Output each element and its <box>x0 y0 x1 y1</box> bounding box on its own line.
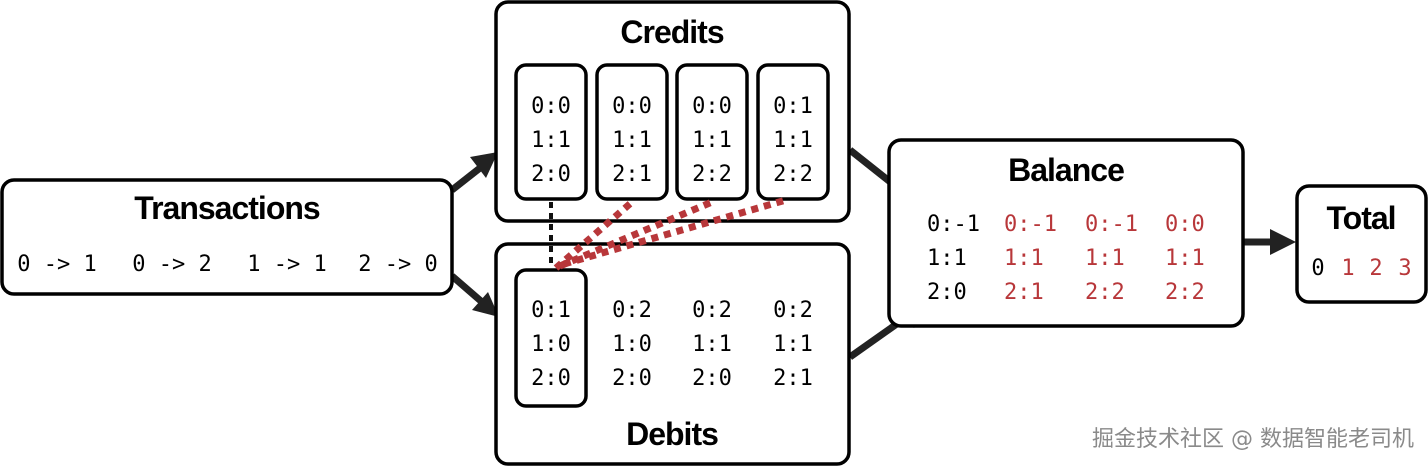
transaction-item: 0 -> 1 <box>17 252 96 277</box>
balance-entry: 0:-1 <box>1004 212 1057 237</box>
credit-entry: 1:1 <box>773 128 813 153</box>
debit-entry: 0:2 <box>692 298 732 323</box>
debit-entry: 2:0 <box>612 366 652 391</box>
debit-entry: 0:1 <box>531 298 571 323</box>
credit-entry: 0:1 <box>773 94 813 119</box>
credits-title: Credits <box>620 14 723 50</box>
credit-card <box>514 63 588 201</box>
debits-entries: 0:1 1:0 2:0 0:2 1:0 2:0 0:2 1:1 2:0 0:2 … <box>531 298 813 391</box>
credit-entry: 0:0 <box>531 94 571 119</box>
credit-entry: 1:1 <box>612 128 652 153</box>
arrow-head-total <box>1270 229 1296 255</box>
balance-entry: 0:-1 <box>1085 212 1138 237</box>
transaction-item: 1 -> 1 <box>247 252 326 277</box>
balance-entries: 0:-1 1:1 2:0 0:-1 1:1 2:1 0:-1 1:1 2:2 0… <box>927 212 1205 305</box>
balance-entry: 2:2 <box>1085 280 1125 305</box>
balance-entry: 1:1 <box>1085 246 1125 271</box>
total-value: 1 <box>1341 256 1354 281</box>
dotted-link-red <box>553 199 635 271</box>
balance-entry: 1:1 <box>1004 246 1044 271</box>
credit-card <box>595 63 669 201</box>
total-value: 3 <box>1398 256 1411 281</box>
arrow-transactions-to-debits <box>449 273 485 305</box>
watermark: 掘金技术社区 @ 数据智能老司机 <box>1092 427 1414 452</box>
balance-entry: 2:1 <box>1004 280 1044 305</box>
debits-title: Debits <box>626 416 718 452</box>
balance-entry: 1:1 <box>1165 246 1205 271</box>
debit-entry: 2:1 <box>773 366 813 391</box>
transactions-title: Transactions <box>134 190 320 226</box>
credit-entry: 2:1 <box>612 162 652 187</box>
credit-entry: 0:0 <box>612 94 652 119</box>
arrow-transactions-to-credits <box>449 165 483 193</box>
balance-entry: 2:2 <box>1165 280 1205 305</box>
debit-card <box>514 268 588 408</box>
credit-card <box>675 63 749 201</box>
balance-entry: 0:0 <box>1165 212 1205 237</box>
transaction-item: 0 -> 2 <box>132 252 211 277</box>
debit-entry: 1:0 <box>531 332 571 357</box>
credit-entry: 0:0 <box>692 94 732 119</box>
balance-entry: 0:-1 <box>927 212 980 237</box>
balance-entry: 1:1 <box>927 246 967 271</box>
debit-entry: 0:2 <box>612 298 652 323</box>
balance-box <box>887 138 1245 328</box>
balance-entry: 2:0 <box>927 280 967 305</box>
credits-cards: 0:0 1:1 2:0 0:0 1:1 2:1 0:0 1:1 2:2 0:1 … <box>514 63 830 201</box>
dotted-link-red <box>558 198 714 270</box>
dotted-connectors <box>549 196 787 271</box>
total-title: Total <box>1326 200 1395 236</box>
transaction-item: 2 -> 0 <box>358 252 437 277</box>
debit-entry: 2:0 <box>692 366 732 391</box>
credit-entry: 2:2 <box>692 162 732 187</box>
arrow-head-debits <box>472 292 499 317</box>
debit-entry: 2:0 <box>531 366 571 391</box>
balance-title: Balance <box>1008 152 1124 188</box>
total-value: 2 <box>1369 256 1382 281</box>
arrow-head-credits <box>470 152 498 178</box>
debit-entry: 0:2 <box>773 298 813 323</box>
total-value: 0 <box>1311 256 1324 281</box>
debit-entry: 1:1 <box>773 332 813 357</box>
debit-entry: 1:1 <box>692 332 732 357</box>
total-box <box>1295 184 1428 304</box>
credit-entry: 1:1 <box>531 128 571 153</box>
credit-entry: 1:1 <box>692 128 732 153</box>
credit-entry: 2:2 <box>773 162 813 187</box>
credit-entry: 2:0 <box>531 162 571 187</box>
transactions-box <box>0 178 454 296</box>
debit-entry: 1:0 <box>612 332 652 357</box>
credit-card <box>756 63 830 201</box>
